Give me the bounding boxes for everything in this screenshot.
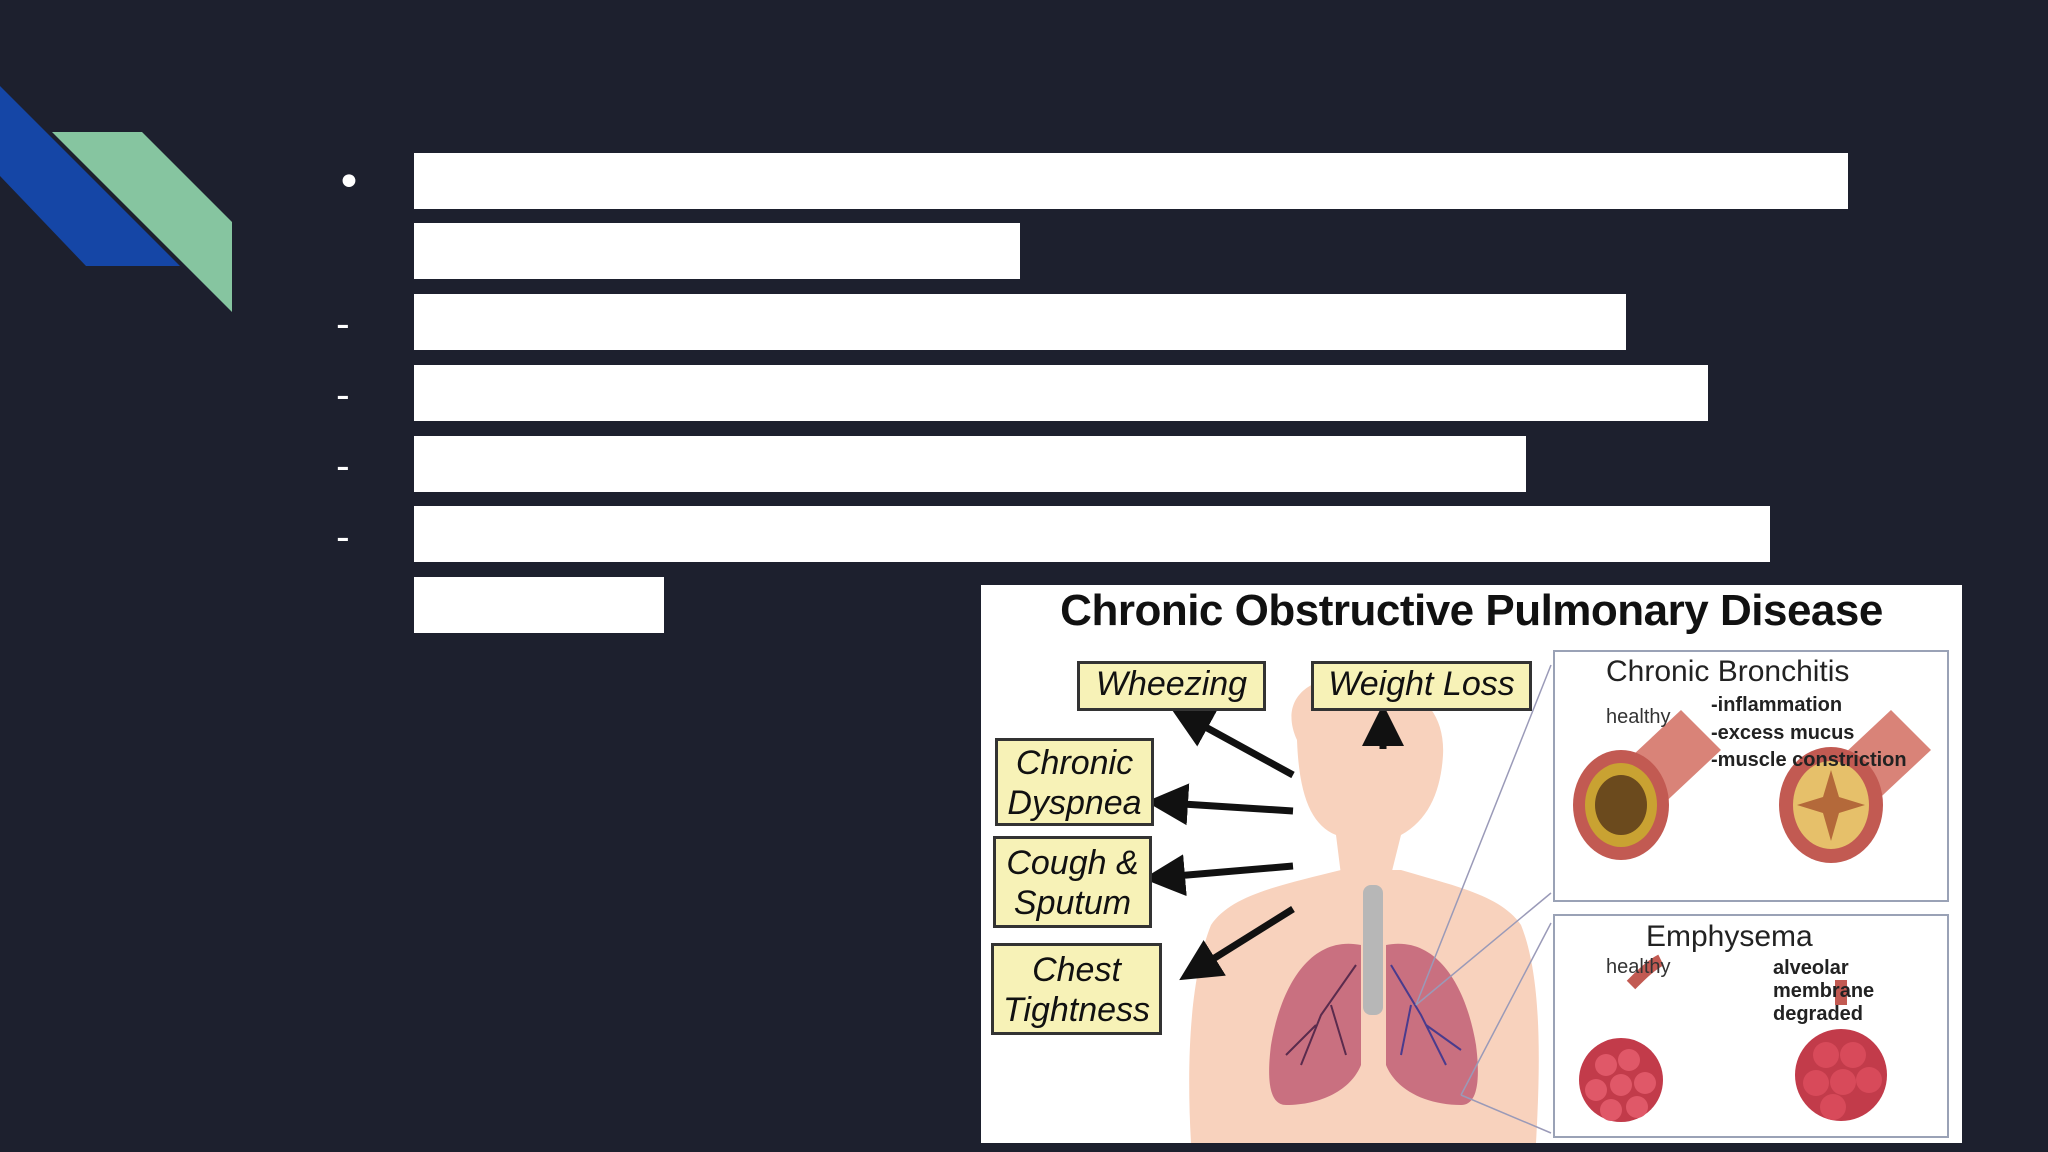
symptom-chronic-dyspnea-label: Chronic Dyspnea — [1007, 744, 1142, 822]
human-silhouette — [1189, 676, 1539, 1143]
left-lung — [1269, 943, 1361, 1105]
blue-stripe — [0, 86, 180, 266]
bullet-dot: • — [336, 157, 362, 208]
emphysema-note-3: degraded — [1773, 1003, 1864, 1025]
redacted-text-line-7 — [414, 577, 664, 633]
symptom-cough-sputum: Cough & Sputum — [993, 836, 1152, 928]
healthy-bronchus — [1573, 710, 1721, 860]
symptom-weight-loss: Weight Loss — [1311, 661, 1532, 711]
figure-title: Chronic Obstructive Pulmonary Disease — [1060, 586, 1883, 635]
dash-bullet-3: - — [336, 444, 350, 488]
dash-bullet-1: - — [336, 302, 350, 346]
redacted-text-line-1 — [414, 153, 1848, 209]
symptom-chronic-dyspnea: Chronic Dyspnea — [995, 738, 1154, 826]
dash-bullet-2: - — [336, 373, 350, 417]
redacted-text-line-3 — [414, 294, 1626, 350]
bronchitis-note-2: -excess mucus — [1711, 722, 1855, 744]
emphysema-title: Emphysema — [1646, 920, 1813, 953]
bronchitis-healthy-label: healthy — [1606, 706, 1671, 728]
symptom-chest-tightness-label: Chest Tightness — [1002, 951, 1151, 1029]
head-shape — [1291, 676, 1444, 875]
redacted-text-line-4 — [414, 365, 1708, 421]
redacted-text-line-2 — [414, 223, 1020, 279]
inflamed-bronchus — [1779, 710, 1931, 863]
emphysema-note-2: membrane — [1773, 980, 1875, 1002]
corner-decoration — [0, 86, 232, 312]
dash-bullet-4: - — [336, 515, 350, 559]
green-stripe — [52, 132, 232, 312]
symptom-chest-tightness: Chest Tightness — [991, 943, 1162, 1035]
right-lung — [1386, 943, 1478, 1105]
right-lung-vessels — [1390, 964, 1462, 1066]
degraded-alveoli — [1795, 980, 1887, 1121]
symptom-cough-sputum-label: Cough & Sputum — [1006, 844, 1139, 922]
symptom-arrows — [1143, 704, 1404, 981]
emphysema-note-1: alveolar — [1773, 957, 1849, 979]
redacted-text-line-6 — [414, 506, 1770, 562]
emphysema-healthy-label: healthy — [1606, 956, 1671, 978]
healthy-alveoli — [1579, 954, 1664, 1122]
copd-figure: Chronic Obstructive Pulmonary Disease Wh… — [981, 585, 1962, 1143]
symptom-weight-loss-label: Weight Loss — [1328, 665, 1515, 703]
panel-connector-lines — [1415, 664, 1552, 1134]
redacted-text-line-5 — [414, 436, 1526, 492]
left-lung-vessels — [1285, 964, 1357, 1066]
copd-illustration — [1143, 650, 1949, 1143]
bronchitis-note-1: -inflammation — [1711, 694, 1843, 716]
trachea — [1363, 885, 1383, 1015]
symptom-wheezing-label: Wheezing — [1095, 665, 1248, 703]
bronchitis-note-3: -muscle constriction — [1711, 749, 1907, 771]
bronchitis-title: Chronic Bronchitis — [1606, 655, 1850, 688]
symptom-wheezing: Wheezing — [1077, 661, 1266, 711]
